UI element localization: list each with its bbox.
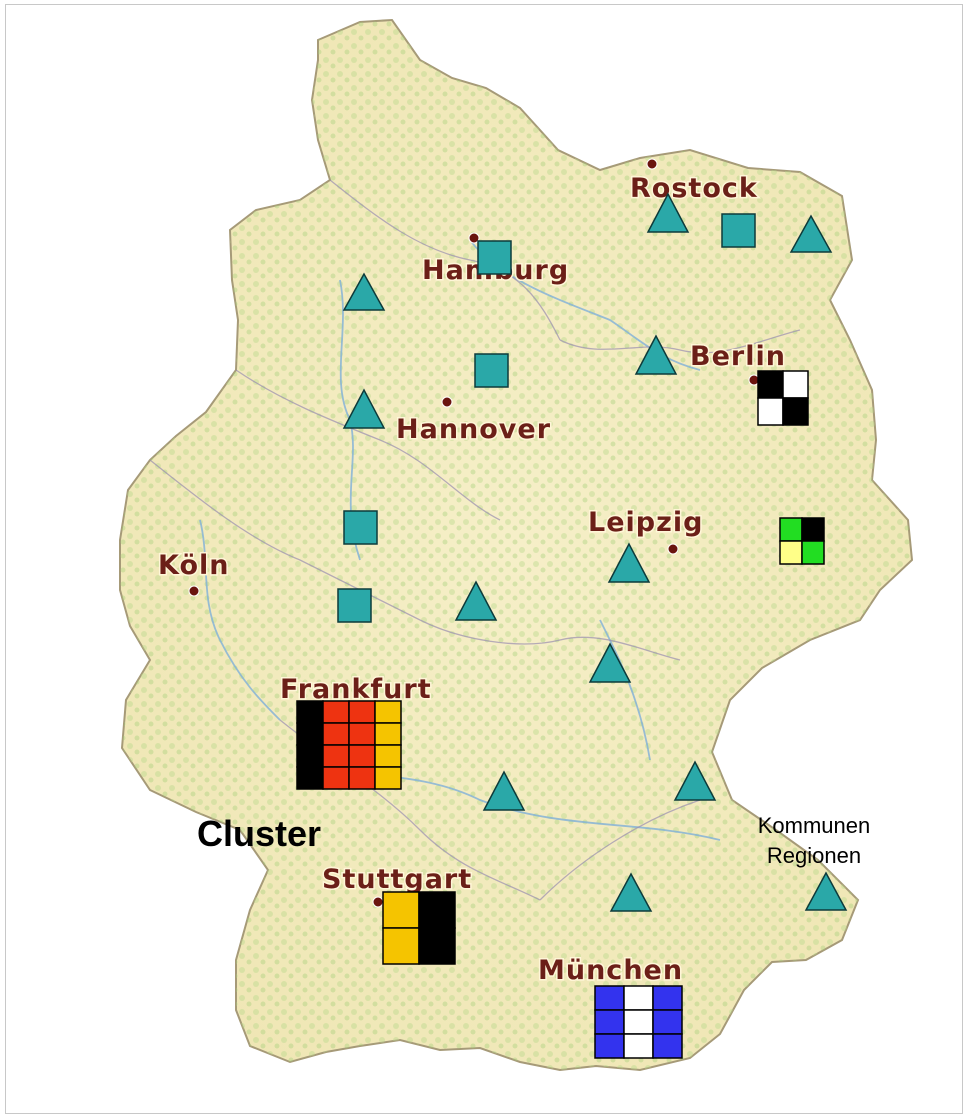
grid-stuttgart — [382, 891, 456, 965]
marker-square — [721, 213, 756, 248]
grid-cell — [418, 891, 456, 929]
grid-cell — [418, 927, 456, 965]
grid-cottbus — [779, 517, 825, 565]
grid-cell — [623, 985, 654, 1011]
grid-cell — [623, 1009, 654, 1035]
grid-cell — [782, 397, 809, 426]
city-dot-leipzig — [667, 543, 679, 555]
grid-cell — [348, 722, 376, 746]
city-dot-koeln — [188, 585, 200, 597]
marker-triangle — [482, 770, 526, 811]
marker-triangle — [342, 388, 386, 429]
marker-square — [474, 353, 509, 388]
city-dot-hamburg — [468, 232, 480, 244]
grid-cell — [623, 1033, 654, 1059]
grid-cell — [757, 370, 784, 399]
marker-square — [337, 588, 372, 623]
regionen-label: Regionen — [767, 843, 861, 868]
grid-cell — [374, 722, 402, 746]
kommunen-label: Kommunen — [758, 813, 871, 838]
cluster-label: Cluster — [197, 813, 321, 854]
grid-cell — [779, 517, 803, 542]
grid-cell — [296, 744, 324, 768]
marker-triangle — [588, 642, 632, 683]
city-label-stuttgart: Stuttgart — [322, 864, 472, 895]
grid-cell — [779, 540, 803, 565]
grid-cell — [322, 766, 350, 790]
grid-cell — [348, 766, 376, 790]
city-dot-hannover — [441, 396, 453, 408]
marker-triangle — [646, 192, 690, 233]
grid-cell — [322, 744, 350, 768]
grid-cell — [594, 1009, 625, 1035]
grid-muenchen — [594, 985, 683, 1059]
city-label-rostock: Rostock — [630, 173, 758, 204]
grid-frankfurt — [296, 700, 402, 790]
grid-cell — [652, 1033, 683, 1059]
grid-cell — [652, 1009, 683, 1035]
city-label-koeln: Köln — [158, 550, 229, 581]
grid-cell — [348, 744, 376, 768]
marker-triangle — [673, 760, 717, 801]
grid-cell — [801, 540, 825, 565]
marker-triangle — [609, 872, 653, 912]
triangle-markers — [342, 192, 848, 912]
grid-cell — [374, 766, 402, 790]
grid-cell — [594, 1033, 625, 1059]
grid-berlin — [757, 370, 809, 426]
city-label-hannover: Hannover — [396, 414, 551, 445]
square-markers — [337, 213, 756, 623]
state-borders — [149, 179, 801, 901]
grid-cell — [757, 397, 784, 426]
marker-triangle — [634, 334, 678, 375]
city-dot-stuttgart — [372, 896, 384, 908]
marker-square — [343, 510, 378, 545]
forest-texture — [120, 20, 912, 1070]
grid-cell — [322, 722, 350, 746]
city-dot-rostock — [646, 158, 658, 170]
grid-cell — [374, 700, 402, 724]
marker-triangle — [804, 871, 848, 911]
grid-cell — [594, 985, 625, 1011]
grid-cell — [382, 891, 420, 929]
grid-cell — [348, 700, 376, 724]
grid-cell — [382, 927, 420, 965]
grid-cell — [782, 370, 809, 399]
city-label-berlin: Berlin — [690, 341, 786, 372]
marker-triangle — [454, 580, 498, 621]
grid-cell — [296, 700, 324, 724]
grid-cell — [801, 517, 825, 542]
marker-triangle — [607, 542, 651, 583]
marker-square — [477, 240, 512, 275]
city-label-leipzig: Leipzig — [588, 507, 703, 538]
marker-triangle — [342, 272, 386, 311]
grid-cell — [374, 744, 402, 768]
grid-cell — [322, 700, 350, 724]
grid-cell — [296, 722, 324, 746]
grid-cell — [652, 985, 683, 1011]
city-label-muenchen: München — [538, 955, 683, 986]
grid-cell — [296, 766, 324, 790]
marker-triangle — [789, 214, 833, 253]
